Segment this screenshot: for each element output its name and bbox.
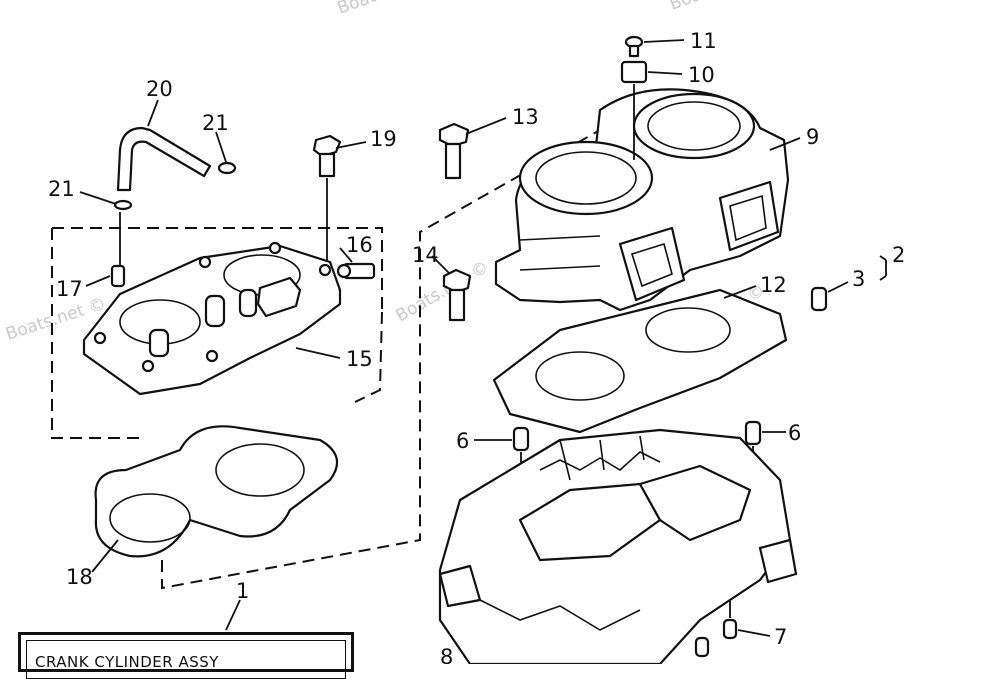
callout-7: 7: [774, 625, 787, 649]
callout-13: 13: [512, 105, 539, 129]
dowel-3: [810, 286, 828, 312]
clip-21-upper: [217, 161, 237, 175]
callout-20: 20: [146, 77, 173, 101]
legend-title: CRANK CYLINDER ASSY: [35, 653, 219, 671]
leader-lines: [79, 39, 887, 637]
screw-11: [624, 35, 644, 58]
cylinder-block-9: [494, 88, 790, 312]
clip-21-lower: [113, 199, 133, 211]
callout-numbers: 20 21 21 19 16 17 15 18 13 14 11 10 9 12…: [48, 29, 905, 664]
bolt-14: [442, 268, 472, 322]
bolt-13: [438, 122, 470, 180]
callout-6: 6: [456, 429, 469, 453]
head-gasket-18: [94, 425, 339, 558]
callout-21: 21: [48, 177, 75, 201]
callout-12: 12: [760, 273, 787, 297]
callout-15: 15: [346, 347, 373, 371]
base-gasket-12: [492, 288, 788, 434]
cylinder-head-15: [82, 241, 342, 396]
crankcase-1: [438, 428, 798, 664]
callout-1: 1: [236, 579, 249, 603]
callout-3: 3: [852, 267, 865, 291]
assembly-outline-crank: [161, 129, 601, 590]
legend-box: CRANK CYLINDER ASSY: [18, 632, 354, 679]
watermark: Boats.net ©: [667, 0, 771, 15]
callout-14: 14: [412, 243, 439, 267]
callout-19: 19: [370, 127, 397, 151]
sensor-16: [336, 262, 376, 280]
parts-diagram: Boats.net © Boats.net © Boats.net © Boat…: [3, 0, 905, 664]
assembly-outline-head: [51, 227, 383, 439]
pin-17: [110, 264, 126, 288]
pin-7: [694, 600, 738, 658]
callout-17: 17: [56, 277, 83, 301]
callout-6: 6: [788, 421, 801, 445]
watermark: Boats.net ©: [335, 0, 439, 19]
callout-2: 2: [892, 243, 905, 267]
bolt-19: [312, 134, 342, 262]
callout-21: 21: [202, 111, 229, 135]
callout-8: 8: [440, 645, 453, 664]
callout-18: 18: [66, 565, 93, 589]
callout-11: 11: [690, 29, 717, 53]
callout-16: 16: [346, 233, 373, 257]
callout-10: 10: [688, 63, 715, 87]
hose-20: [116, 126, 212, 192]
clamp-10: [620, 60, 648, 160]
callout-9: 9: [806, 125, 819, 149]
